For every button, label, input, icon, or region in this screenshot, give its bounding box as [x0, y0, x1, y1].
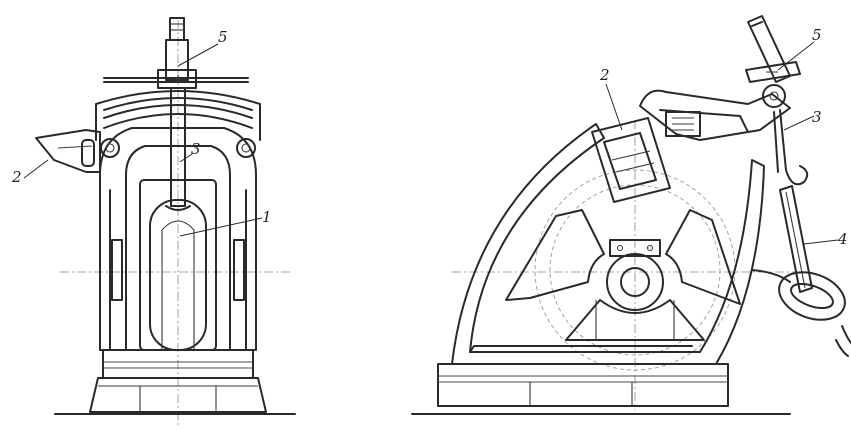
- side-stopper-block: [591, 117, 671, 203]
- front-top-cap: [95, 90, 261, 158]
- front-roller: [139, 179, 217, 351]
- front-callout-3: 3: [179, 140, 201, 163]
- side-lever-arm: [639, 84, 791, 141]
- callout-label: 1: [262, 208, 272, 226]
- callout-label: 3: [812, 108, 822, 126]
- side-callout-5: 5: [777, 26, 822, 71]
- callout-label: 2: [599, 66, 610, 84]
- callout-label: 4: [837, 230, 848, 248]
- front-stopper-lever: [35, 129, 101, 173]
- side-quadrant-frame: [451, 123, 765, 365]
- callout-label: 5: [218, 28, 228, 46]
- side-hub: [606, 239, 664, 311]
- side-hook: [773, 109, 809, 186]
- front-screw-spindle: [103, 17, 249, 211]
- front-callout-2: 2: [11, 159, 49, 186]
- callout-label: 2: [11, 168, 22, 186]
- front-view: 5 3 2 1: [11, 17, 296, 428]
- side-callout-2: 2: [599, 66, 623, 131]
- side-base: [437, 363, 729, 407]
- front-callout-1: 1: [179, 208, 272, 237]
- callout-label: 5: [812, 26, 822, 44]
- callout-label: 3: [191, 140, 201, 158]
- side-callout-3: 3: [783, 108, 822, 131]
- side-anchor-chain: [751, 269, 851, 357]
- side-view: 5 2 3 4: [411, 15, 851, 415]
- side-callout-4: 4: [803, 230, 848, 248]
- side-screw-rod: [745, 15, 801, 83]
- front-housing: [99, 127, 257, 351]
- side-tension-bar: [779, 185, 813, 293]
- front-base: [89, 349, 267, 413]
- front-callout-5: 5: [177, 28, 228, 67]
